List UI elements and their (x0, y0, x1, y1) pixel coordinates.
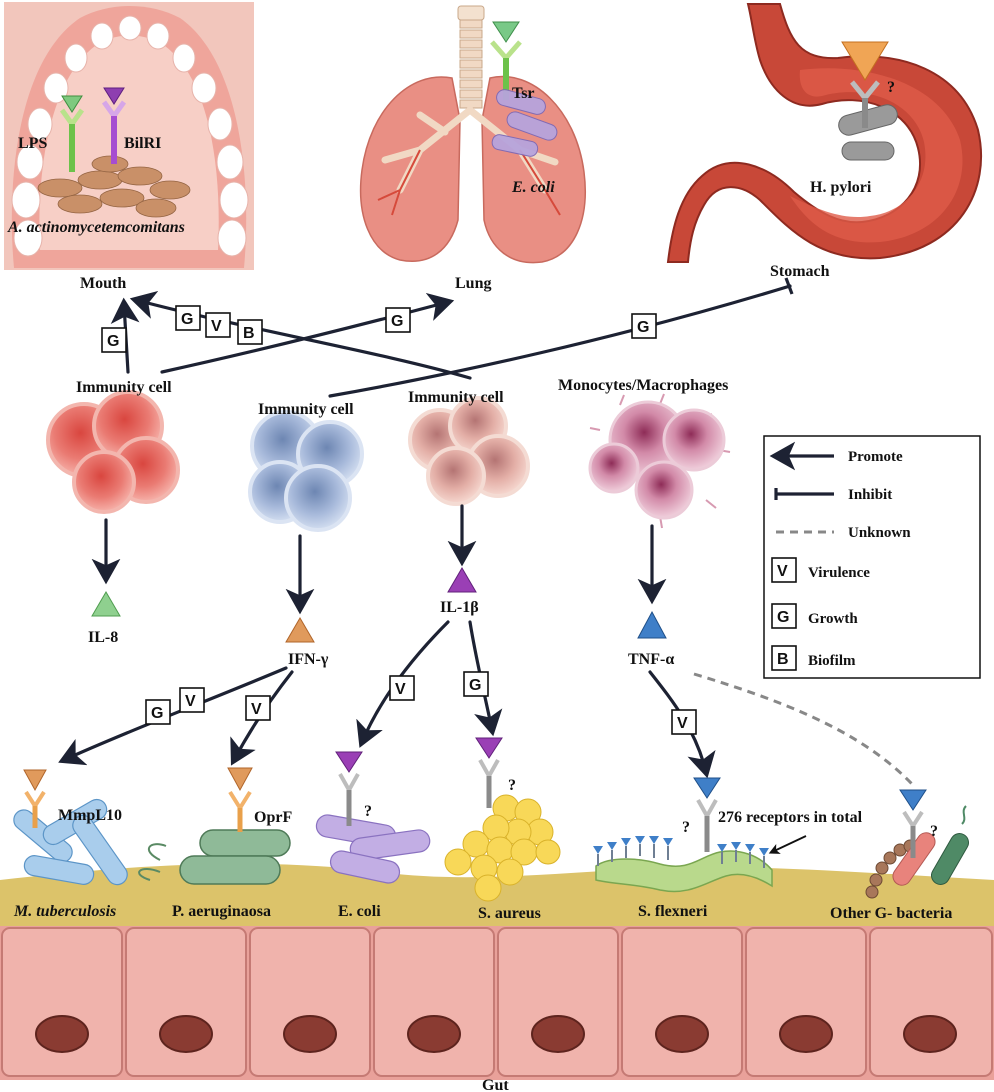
saureus-bacteria (444, 737, 561, 902)
badge-g-il1b-saureus: G (463, 671, 489, 697)
sflexneri-note: 276 receptors in total (718, 809, 863, 826)
ecoli-label: E. coli (338, 903, 381, 920)
other-g-bacteria-label: Other G- bacteria (830, 905, 952, 922)
stomach-label: Stomach (770, 263, 830, 280)
legend-inhibit-label: Inhibit (848, 487, 892, 503)
badge-g-cell1-mouth: G (101, 327, 127, 353)
legend: V G B (763, 435, 981, 679)
badge-b-cell3-mouth: B (237, 319, 263, 345)
il1b-label: IL-1β (440, 599, 479, 616)
arrow-ifng-to-mtb (58, 666, 288, 766)
pa-bacteria (138, 767, 291, 885)
svg-text:G: G (391, 313, 403, 330)
lung-label: Lung (455, 275, 491, 292)
svg-text:G: G (777, 609, 789, 626)
mtb-bacteria (13, 769, 128, 886)
legend-unknown-label: Unknown (848, 525, 911, 541)
ifng-label: IFN-γ (288, 651, 329, 668)
oprf-label: OprF (254, 809, 292, 826)
svg-text:G: G (469, 677, 481, 694)
legend-growth-badge (771, 603, 797, 629)
legend-virulence-label: Virulence (808, 565, 870, 581)
ecoli-receptor-unknown: ? (364, 803, 372, 820)
arrow-cell1-to-lung (160, 292, 455, 374)
mouth-illustration (4, 2, 254, 270)
badge-v-tnfa-sflexneri: V (671, 709, 697, 735)
unknown-tnfa-to-other (693, 672, 914, 786)
svg-text:G: G (181, 311, 193, 328)
gut-epithelium (0, 863, 994, 1080)
badge-g-ifng-mtb: G (145, 699, 171, 725)
ifng-triangle (285, 617, 315, 643)
lung-bacterium-label: E. coli (511, 179, 555, 196)
badge-v-ifng-pa: V (245, 695, 271, 721)
cell4-label: Monocytes/Macrophages (558, 377, 728, 394)
saureus-label: S. aureus (478, 905, 541, 922)
svg-text:G: G (107, 333, 119, 350)
sflexneri-receptor-unknown: ? (682, 819, 690, 836)
cell2-cluster (248, 410, 364, 532)
tnfa-label: TNF-α (628, 651, 674, 668)
badge-v-cell3-mouth: V (205, 312, 231, 338)
gut-label: Gut (482, 1077, 509, 1092)
other-g-bacteria (865, 789, 969, 899)
inhibit-bar-stomach (784, 277, 794, 295)
lps-label: LPS (18, 135, 47, 152)
legend-promote-label: Promote (848, 449, 903, 465)
cell4-cluster (588, 393, 731, 529)
pa-label: P. aeruginaosa (172, 903, 271, 920)
cell1-cluster (46, 390, 180, 514)
svg-text:V: V (211, 318, 222, 335)
badge-v-ifng-mtb: V (179, 687, 205, 713)
stomach-illustration (666, 3, 983, 263)
badge-g-cell1-lung: G (385, 307, 411, 333)
legend-virulence-badge (771, 557, 797, 583)
inhibit-cell2-to-stomach (328, 284, 792, 398)
il1b-triangle (447, 567, 477, 593)
other-receptor-unknown: ? (930, 823, 938, 840)
sflexneri-bacteria (593, 777, 807, 893)
svg-text:G: G (637, 319, 649, 336)
mtb-label: M. tuberculosis (13, 903, 116, 920)
svg-text:V: V (777, 563, 788, 580)
cell3-cluster (408, 396, 530, 506)
mouth-bacterium-label: A. actinomycetemcomitans (7, 219, 185, 236)
mouth-label: Mouth (80, 275, 126, 292)
tnfa-triangle (637, 610, 667, 639)
legend-growth-label: Growth (808, 611, 858, 627)
ecoli-bacteria (315, 751, 431, 884)
badge-g-cell3-mouth: G (175, 305, 201, 331)
il8-label: IL-8 (88, 629, 118, 646)
badge-v-il1b-ecoli: V (389, 675, 415, 701)
saureus-receptor-unknown: ? (508, 777, 516, 794)
bilri-label: BilRI (124, 135, 161, 152)
cytokine-arrows (91, 504, 667, 615)
lung-illustration (359, 5, 586, 264)
svg-text:V: V (185, 693, 196, 710)
svg-text:V: V (677, 715, 688, 732)
legend-biofilm-badge (771, 645, 797, 671)
svg-text:V: V (395, 681, 406, 698)
svg-text:B: B (243, 325, 255, 342)
legend-biofilm-label: Biofilm (808, 653, 856, 669)
stomach-receptor-unknown: ? (887, 79, 895, 96)
cell1-label: Immunity cell (76, 379, 172, 396)
svg-text:B: B (777, 651, 789, 668)
cell3-label: Immunity cell (408, 389, 504, 406)
tsr-label: Tsr (512, 85, 535, 102)
mmpl10-label: MmpL10 (58, 807, 122, 824)
sflexneri-label: S. flexneri (638, 903, 708, 920)
badge-g-cell2-stomach: G (631, 313, 657, 339)
il8-triangle (91, 591, 121, 617)
svg-text:V: V (251, 701, 262, 718)
svg-text:G: G (151, 705, 163, 722)
stomach-bacterium-label: H. pylori (810, 179, 872, 196)
cell2-label: Immunity cell (258, 401, 354, 418)
